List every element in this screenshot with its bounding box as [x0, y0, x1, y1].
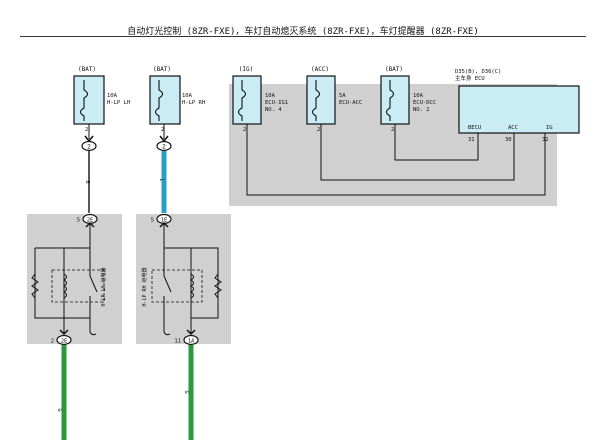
- relay-area-lh: [27, 214, 122, 344]
- connector-arrow-icon: [85, 221, 95, 228]
- ecu-pin-name-ig: IG: [546, 125, 553, 131]
- relay-label: H-LP RH 继电器: [141, 267, 148, 306]
- connector-terminal: [183, 334, 199, 346]
- pin-label: 2: [51, 339, 54, 345]
- ecu-pin-name-acc: ACC: [508, 125, 518, 131]
- fuse-box-ecu-dcc: [380, 75, 410, 125]
- fuse-name2-label: NO. 2: [413, 107, 430, 113]
- fuse-amp-label: 10A: [265, 93, 276, 99]
- fuse-source-label: (BAT): [78, 66, 96, 73]
- fuse-source-label: (BAT): [153, 66, 171, 73]
- fuse-element-icon: [385, 80, 395, 121]
- wire-color-label: G: [56, 408, 62, 411]
- fuse-source-label: (BAT): [385, 66, 403, 73]
- connector-label: 2E: [61, 339, 68, 345]
- wire-color-label: G: [183, 390, 189, 393]
- fuse-pin-label: 2: [161, 127, 164, 133]
- fuse-amp-label: 10A: [413, 93, 424, 99]
- fuse-name-label: ECU-DCC: [413, 100, 436, 106]
- fuse-element-icon: [311, 80, 321, 121]
- relay-switch-icon: [163, 248, 172, 293]
- title-rule: [20, 36, 586, 37]
- connector-terminal: [81, 140, 97, 152]
- connector-arrow-icon: [186, 329, 196, 336]
- fuse-name-label: H-LP LH: [107, 100, 130, 106]
- fuse-box-hlp-lh: [73, 75, 105, 125]
- pin-label: 5: [77, 218, 80, 224]
- ecu-connector-label: D35(B), D36(C): [455, 69, 501, 75]
- fuse-name-label: H-LP RH: [182, 100, 205, 106]
- fuse-box-ecu-ig1: [232, 75, 262, 125]
- connector-label: 2E: [87, 218, 94, 224]
- wire-ig1-to-ecu-ig: [246, 124, 546, 196]
- fuse-name2-label: NO. 4: [265, 107, 282, 113]
- ecu-box: [458, 85, 580, 134]
- fuse-source-label: (IG): [239, 66, 253, 73]
- connector-label: 2: [87, 144, 91, 151]
- wire-color-label: B: [84, 180, 90, 183]
- fuse-pin-label: 2: [85, 127, 88, 133]
- ecu-pin-name-becu: BECU: [468, 125, 481, 131]
- fuse-amp-label: 10A: [107, 93, 118, 99]
- fuse-name-label: ECU-ACC: [339, 100, 362, 106]
- resistor-icon: [31, 273, 39, 299]
- fuse-box-hlp-rh: [149, 75, 181, 125]
- connector-terminal: [56, 334, 72, 346]
- relay-coil-box: [151, 269, 203, 303]
- connector-arrow-icon: [159, 221, 169, 228]
- relay-coil-box: [51, 269, 105, 303]
- relay-label: H-LP LH 继电器: [100, 267, 107, 306]
- coil-icon: [190, 273, 194, 299]
- connector-label: 2: [162, 144, 166, 151]
- wire-acc-to-ecu-acc: [320, 124, 515, 181]
- fuse-box-ecu-acc: [306, 75, 336, 125]
- relay-switch-icon: [89, 248, 98, 318]
- fuse-element-icon: [237, 80, 247, 121]
- wire-color-label: L: [158, 178, 164, 181]
- fuse-source-label: (ACC): [311, 66, 329, 73]
- ecu-name-label: 主车身 ECU: [455, 74, 485, 82]
- wire-dcc-to-ecu-becu: [394, 124, 479, 161]
- fuse-name-label: ECU-IG1: [265, 100, 288, 106]
- fuse-pin-label: 2: [243, 127, 246, 133]
- coil-icon: [63, 273, 67, 299]
- ecu-pin-num-30: 30: [505, 137, 512, 143]
- connector-label: 1E: [161, 218, 168, 224]
- page-title: 自动灯光控制 (8ZR-FXE)，车灯自动熄灭系统 (8ZR-FXE)，车灯提醒…: [127, 27, 479, 37]
- pin-label: 11: [174, 339, 181, 345]
- connector-label: 1A: [188, 339, 195, 345]
- ground-lead-icon: [163, 318, 171, 336]
- ground-lead-icon: [89, 318, 97, 336]
- fuse-pin-label: 2: [391, 127, 394, 133]
- resistor-icon: [214, 273, 222, 299]
- relay-frame: [163, 247, 219, 319]
- relay-frame: [34, 247, 90, 319]
- pin-label: 5: [151, 218, 154, 224]
- ecu-pin-num-31: 31: [468, 137, 475, 143]
- connector-arrow-icon: [59, 329, 69, 336]
- fuse-element-icon: [154, 80, 164, 121]
- fuse-pin-label: 2: [317, 127, 320, 133]
- fuse-amp-label: 10A: [182, 93, 193, 99]
- fuse-amp-label: 5A: [339, 93, 346, 99]
- fuse-element-icon: [79, 80, 89, 121]
- connector-terminal: [156, 140, 172, 152]
